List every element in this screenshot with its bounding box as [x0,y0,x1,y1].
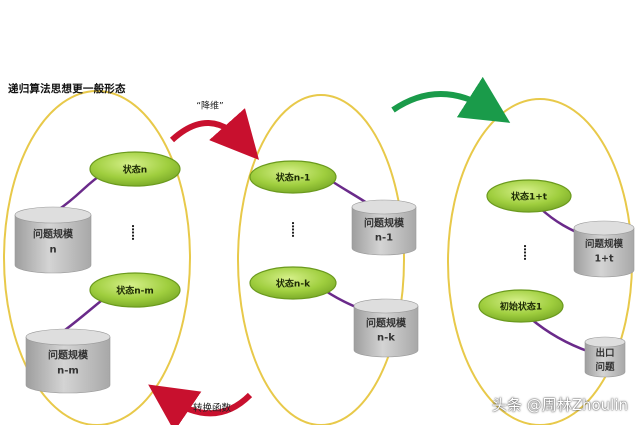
forward-arrow [391,76,511,123]
state-node [89,151,181,187]
problem-size: 1+t [594,253,614,265]
problem-cylinder [351,199,417,256]
state-label: 状态n-m [116,286,154,297]
ellipsis-dots: ····· [518,244,532,260]
reduce-dim-label: “降维” [196,101,224,112]
reduce-arrow [169,108,259,160]
state-label: 状态1+t [510,192,548,203]
problem-label: 问题规模 [366,318,406,330]
problem-cylinder [353,298,419,358]
exit-cylinder [584,336,626,378]
state-node [89,272,181,308]
problem-size: n-k [377,332,395,344]
state-label: 状态n [122,165,148,176]
exit-label: 出口 [595,348,615,359]
watermark: 头条 @周林Zhoulin [491,396,628,414]
problem-cylinder [14,206,92,274]
group-ellipse-2 [237,94,405,426]
state-node [478,289,564,323]
problem-label: 问题规模 [33,229,73,241]
transform-func-label: 转换函数 [192,403,232,414]
problem-size: n-1 [374,232,394,244]
state-label: 状态n-1 [275,173,311,184]
problem-size: n-m [57,365,79,377]
problem-label: 问题规模 [584,239,624,250]
problem-cylinder [25,328,111,394]
transform-arrow [148,384,253,429]
state-node [486,179,572,213]
state-node [249,266,337,300]
problem-size: n [49,244,57,256]
page-title: 递归算法思想更一般形态 [8,83,126,95]
state-label: 状态n-k [275,279,311,290]
ellipsis-dots: ····· [286,221,300,237]
problem-label: 问题规模 [364,218,404,230]
problem-cylinder [573,220,635,278]
exit-label: 问题 [595,362,615,373]
state-label: 初始状态1 [499,302,543,313]
problem-label: 问题规模 [48,350,88,362]
state-node [249,160,337,194]
connector-line [529,317,591,354]
ellipsis-dots: ····· [126,224,140,240]
